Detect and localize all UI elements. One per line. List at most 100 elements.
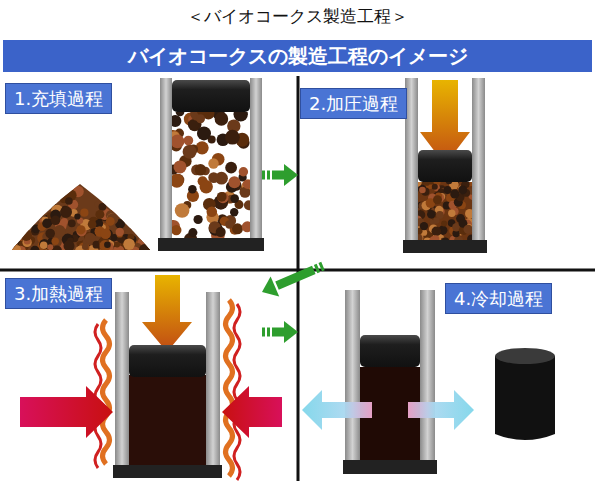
heat-arrow xyxy=(222,386,282,438)
particle xyxy=(114,241,120,247)
process-panel: 2.加圧過程 xyxy=(298,78,592,266)
particle xyxy=(200,180,213,193)
particle xyxy=(446,182,453,184)
step-label: 1.充填過程 xyxy=(5,83,112,114)
particle xyxy=(217,192,228,203)
heat-wave xyxy=(234,304,240,480)
heat-wave xyxy=(226,300,233,476)
particle xyxy=(104,241,111,248)
particle xyxy=(230,194,239,203)
flow-arrow xyxy=(262,164,298,186)
particle xyxy=(74,213,80,219)
particle xyxy=(194,215,203,224)
particle xyxy=(234,112,248,122)
arrow-shaft xyxy=(262,171,284,180)
pile-particles xyxy=(8,186,155,257)
particle xyxy=(95,210,104,219)
arrow-head xyxy=(262,276,279,296)
particle xyxy=(123,238,135,250)
particle xyxy=(40,241,48,249)
heat-arrow xyxy=(20,386,113,438)
particle xyxy=(208,158,218,168)
particle xyxy=(419,187,426,194)
particle xyxy=(465,209,472,219)
particle xyxy=(207,206,218,217)
raw-material-pile xyxy=(8,184,155,257)
particle xyxy=(433,182,439,183)
particle xyxy=(420,222,428,230)
particle xyxy=(458,185,467,194)
particle xyxy=(225,130,240,145)
arrow-head xyxy=(284,164,298,186)
particle xyxy=(184,136,194,146)
particle xyxy=(188,185,197,194)
heat-wave xyxy=(103,320,110,464)
particle xyxy=(432,184,438,190)
particle xyxy=(464,225,473,234)
particle xyxy=(68,219,76,227)
header-band: バイオコークスの製造工程のイメージ xyxy=(3,40,592,72)
divider-line xyxy=(0,269,595,272)
particle xyxy=(183,145,197,159)
arrow-shaft xyxy=(262,328,284,337)
particle xyxy=(174,160,187,173)
particle xyxy=(51,216,61,226)
cylinder-wall xyxy=(115,292,129,470)
loose-particles xyxy=(172,112,250,238)
cylinder-wall xyxy=(160,78,172,248)
particle xyxy=(433,217,439,223)
particle xyxy=(61,206,72,217)
step-label: 4.冷却過程 xyxy=(445,283,552,314)
particle xyxy=(429,236,438,240)
particle xyxy=(239,167,248,176)
particle xyxy=(217,192,227,202)
cylinder-interior xyxy=(418,182,472,240)
particle xyxy=(60,207,71,218)
cylinder-base xyxy=(403,240,487,253)
particle xyxy=(427,210,436,219)
diagram-title: ＜バイオコークス製造工程＞ xyxy=(0,6,595,26)
particle xyxy=(197,126,211,140)
pile-shape xyxy=(12,184,150,250)
particle xyxy=(116,228,124,236)
biocoke-product xyxy=(495,348,555,440)
particle xyxy=(442,237,449,240)
particle xyxy=(61,218,68,225)
particle xyxy=(225,162,237,174)
particle xyxy=(52,246,62,256)
pressed-cylinder xyxy=(403,78,487,253)
particle xyxy=(42,219,52,229)
particle xyxy=(242,221,250,232)
particle xyxy=(30,246,39,255)
particle xyxy=(88,220,97,229)
arrow-head xyxy=(284,321,298,343)
cylinder-wall xyxy=(345,290,360,470)
process-panel: 1.充填過程 xyxy=(3,78,262,266)
particle xyxy=(450,189,459,198)
cylinder-base xyxy=(158,238,264,251)
cylinder-wall xyxy=(420,290,435,470)
particle xyxy=(188,228,197,237)
step-label: 3.加熱過程 xyxy=(5,278,112,309)
particle xyxy=(172,174,184,188)
particle xyxy=(10,245,20,255)
piston xyxy=(129,345,206,377)
particle xyxy=(139,244,150,255)
particle xyxy=(64,240,75,251)
cylinder-wall xyxy=(250,78,262,248)
particle xyxy=(230,208,238,216)
particle xyxy=(126,228,133,235)
particle xyxy=(100,229,111,240)
particle xyxy=(52,238,59,245)
flow-arrow xyxy=(262,321,298,343)
particle xyxy=(448,210,455,217)
particle xyxy=(65,197,73,205)
particle xyxy=(172,225,182,235)
filled-cylinder xyxy=(158,78,264,251)
band-title: バイオコークスの製造工程のイメージ xyxy=(128,44,468,68)
pressure-arrow xyxy=(142,275,192,352)
particle xyxy=(106,217,115,226)
